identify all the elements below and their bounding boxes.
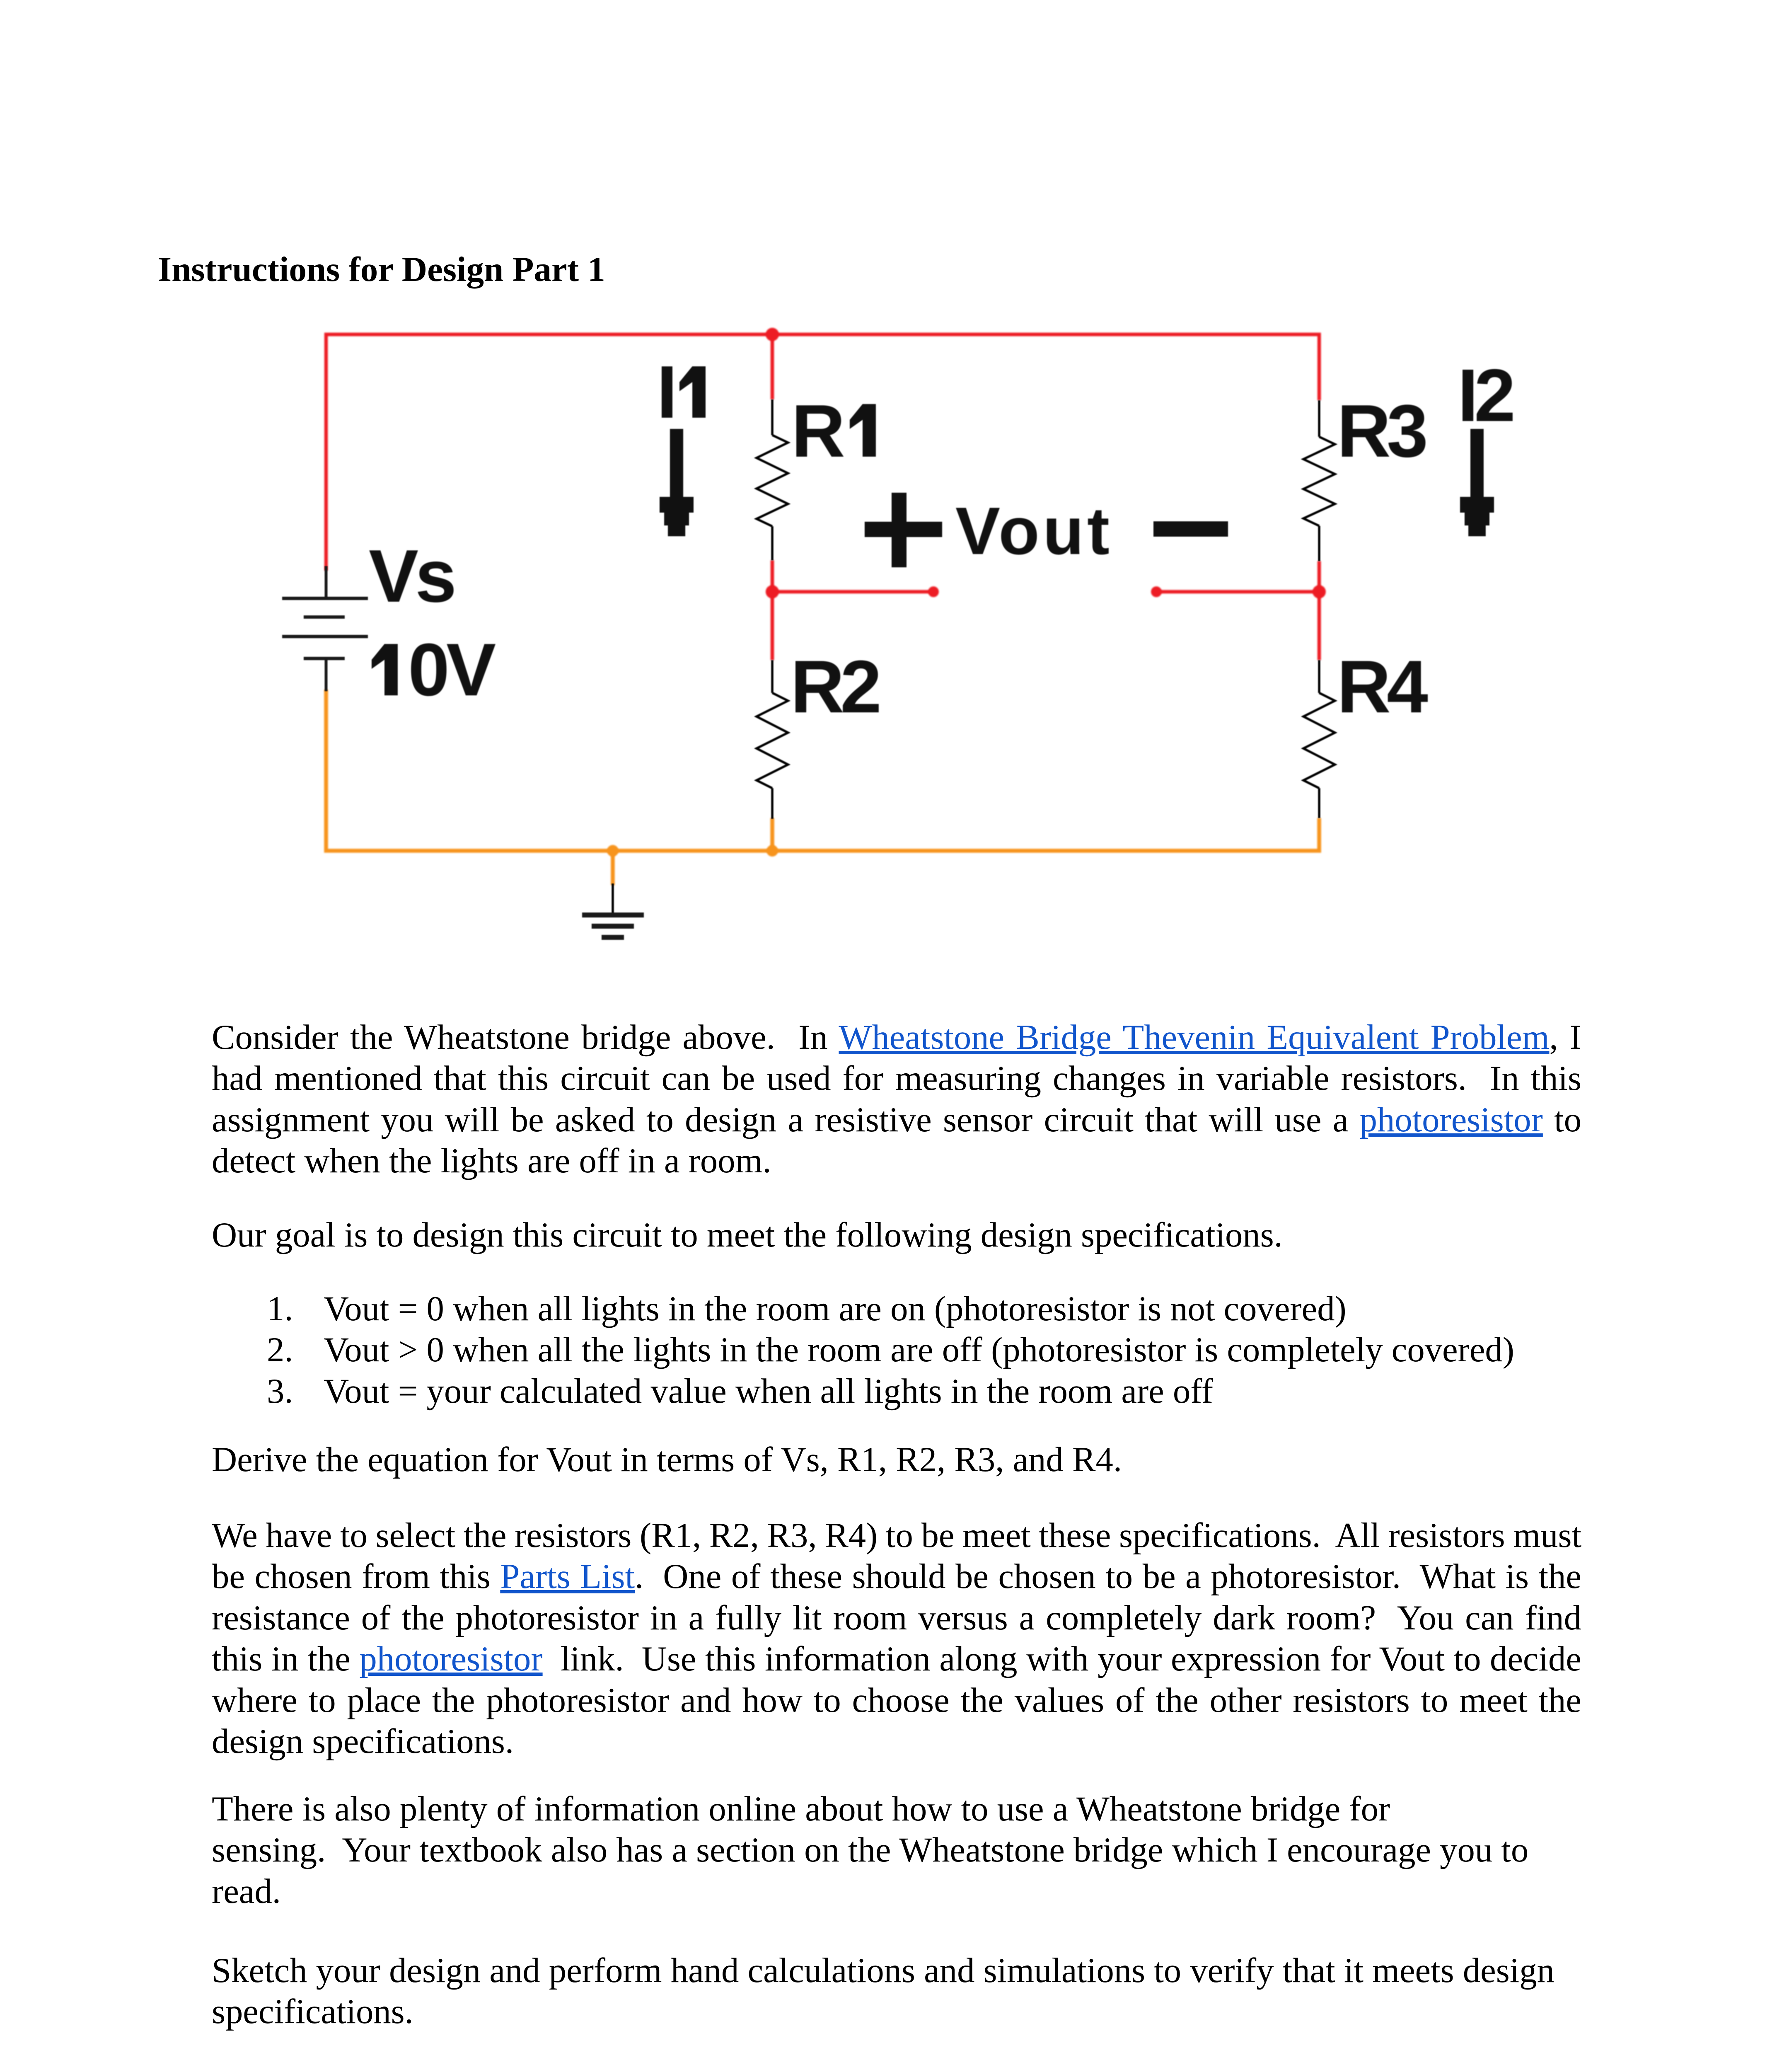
svg-text:R: R <box>791 390 844 473</box>
svg-text:R4: R4 <box>1337 645 1428 729</box>
svg-text:0V: 0V <box>408 628 496 712</box>
svg-text:R2: R2 <box>791 645 879 729</box>
svg-text:I2: I2 <box>1458 354 1513 437</box>
svg-text:Vs: Vs <box>369 535 454 618</box>
svg-text:I: I <box>657 351 673 434</box>
svg-text:R3: R3 <box>1337 390 1426 473</box>
svg-text:Vout: Vout <box>955 494 1113 569</box>
